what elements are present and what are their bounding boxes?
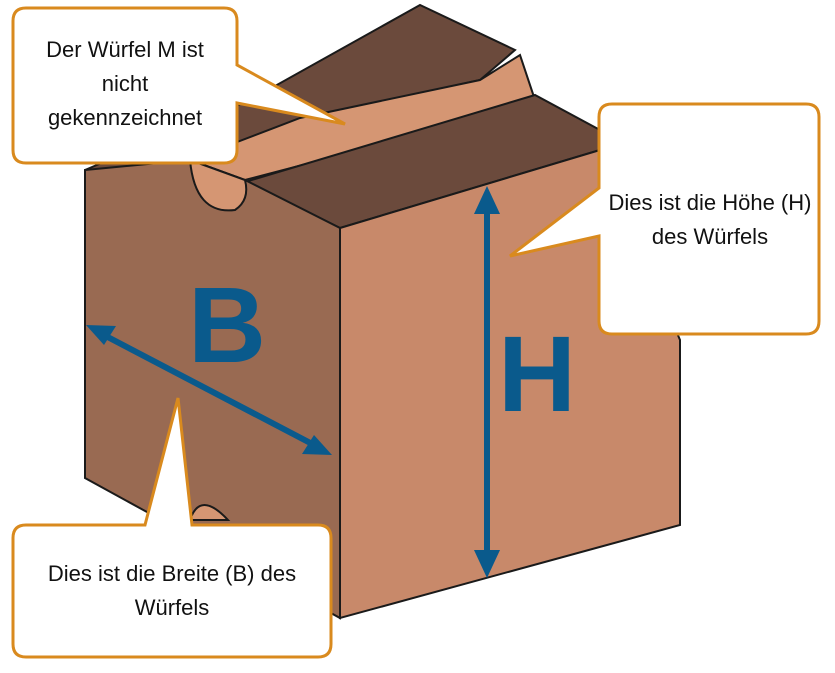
callout-not-marked-text: Der Würfel M ist nicht gekennzeichnet: [46, 37, 204, 130]
cube-groove: [187, 53, 537, 182]
width-letter: B: [188, 264, 266, 385]
height-letter: H: [498, 313, 576, 434]
callout-width-box: [11, 397, 333, 659]
cube-front-face: [339, 148, 681, 620]
callout-width-text: Dies ist die Breite (B) des Würfels: [47, 561, 297, 620]
callout-not-marked-box: [11, 6, 346, 165]
width-arrow: [86, 325, 332, 455]
height-arrow: [474, 186, 500, 578]
callout-height-box: [509, 102, 821, 336]
cube-hole-top: [188, 158, 248, 212]
callout-height-text: Dies ist die Höhe (H) des Würfels: [608, 190, 812, 249]
